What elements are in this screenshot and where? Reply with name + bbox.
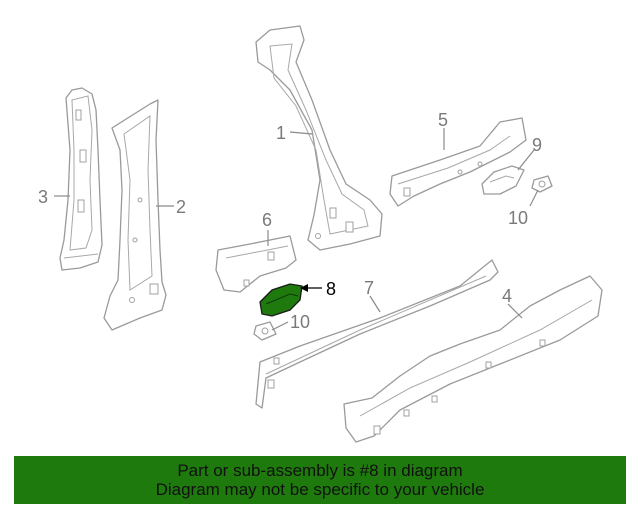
- part-7-rocker-inner: [255, 259, 499, 409]
- callout-1: 1: [276, 123, 286, 143]
- callout-7: 7: [364, 278, 374, 298]
- leader-9: [517, 149, 535, 171]
- part-4-rocker-outer: [343, 275, 603, 443]
- banner-line-2: Diagram may not be specific to your vehi…: [155, 480, 485, 499]
- part-5-rail: [389, 117, 527, 207]
- leader-10-left: [271, 321, 289, 331]
- part-8-reinforcement[interactable]: [259, 283, 303, 317]
- banner-line-1: Part or sub-assembly is #8 in diagram: [177, 461, 463, 480]
- leader-10-right: [529, 189, 539, 207]
- callout-9: 9: [532, 135, 542, 155]
- leader-4: [507, 303, 523, 319]
- parts-diagram: 1 2 3 4 5 6 7 8 9 10 10: [38, 25, 603, 443]
- info-banner: Part or sub-assembly is #8 in diagram Di…: [14, 456, 626, 504]
- leader-7: [369, 295, 381, 313]
- callout-10-right: 10: [508, 208, 528, 228]
- leader-8-arrowhead: [300, 284, 308, 292]
- part-3-pillar: [59, 87, 103, 271]
- part-10-clip-left: [253, 321, 277, 341]
- part-1-pillar: [255, 25, 383, 251]
- callout-10-left: 10: [290, 312, 310, 332]
- callout-2: 2: [176, 197, 186, 217]
- callout-5: 5: [438, 110, 448, 130]
- leader-1: [289, 131, 313, 135]
- callout-8: 8: [326, 279, 336, 299]
- callout-4: 4: [502, 286, 512, 306]
- part-6-bracket: [215, 235, 297, 293]
- part-10-clip-right: [531, 175, 553, 193]
- part-9-bracket: [481, 165, 525, 195]
- callout-6: 6: [262, 210, 272, 230]
- callout-3: 3: [38, 187, 48, 207]
- part-2-b-pillar: [103, 99, 167, 331]
